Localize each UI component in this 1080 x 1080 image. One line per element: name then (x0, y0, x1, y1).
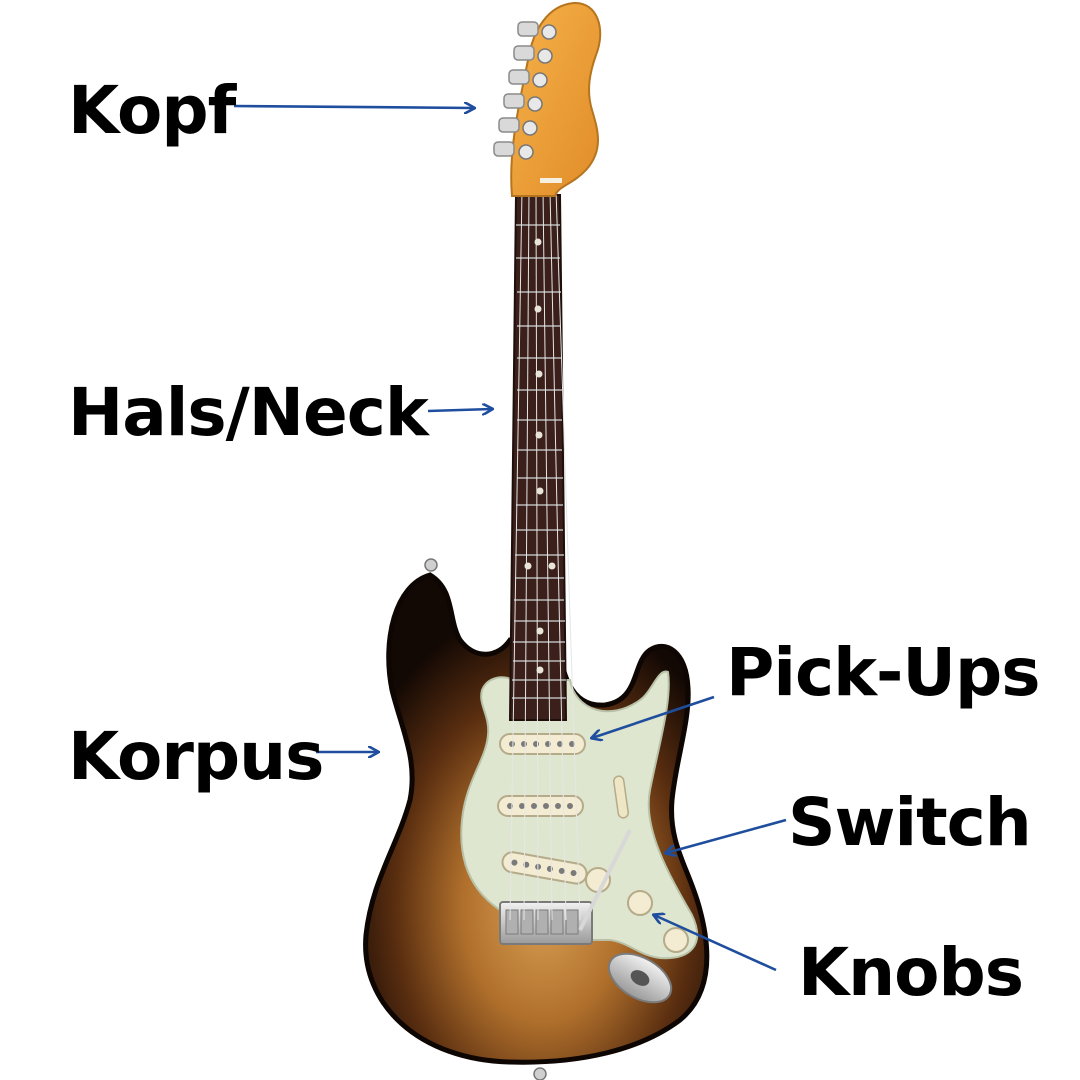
arrow-switch (666, 818, 787, 853)
annotation-arrows (233, 106, 787, 972)
label-switch: Switch (788, 784, 1032, 861)
switch-icon (613, 775, 629, 819)
label-kopf: Kopf (68, 72, 236, 149)
arrow-hals (427, 409, 492, 411)
arrow-knobs (654, 915, 777, 972)
tuning-peg-icon (518, 24, 557, 160)
headstock (493, 1, 602, 197)
bridge-icon (499, 901, 593, 945)
label-korpus: Korpus (68, 718, 324, 795)
tone-knob-icon (663, 927, 689, 953)
label-knobs: Knobs (798, 934, 1024, 1011)
nut-icon (540, 178, 562, 183)
label-pickups: Pick-Ups (726, 634, 1041, 711)
knobs (585, 867, 689, 953)
arrow-kopf (233, 106, 474, 108)
tone-knob-icon (627, 890, 653, 916)
strap-button-icon (424, 558, 438, 572)
middle-pickup-icon (497, 795, 584, 817)
pickups (497, 733, 588, 885)
tremolo-arm-icon (578, 829, 632, 931)
label-hals-neck: Hals/Neck (68, 374, 429, 451)
strap-button-icon (533, 1067, 547, 1080)
output-jack-icon (607, 952, 673, 1004)
guitar-neck (508, 189, 581, 921)
arrow-pickups (592, 695, 715, 738)
neck-pickup-icon (499, 733, 586, 755)
